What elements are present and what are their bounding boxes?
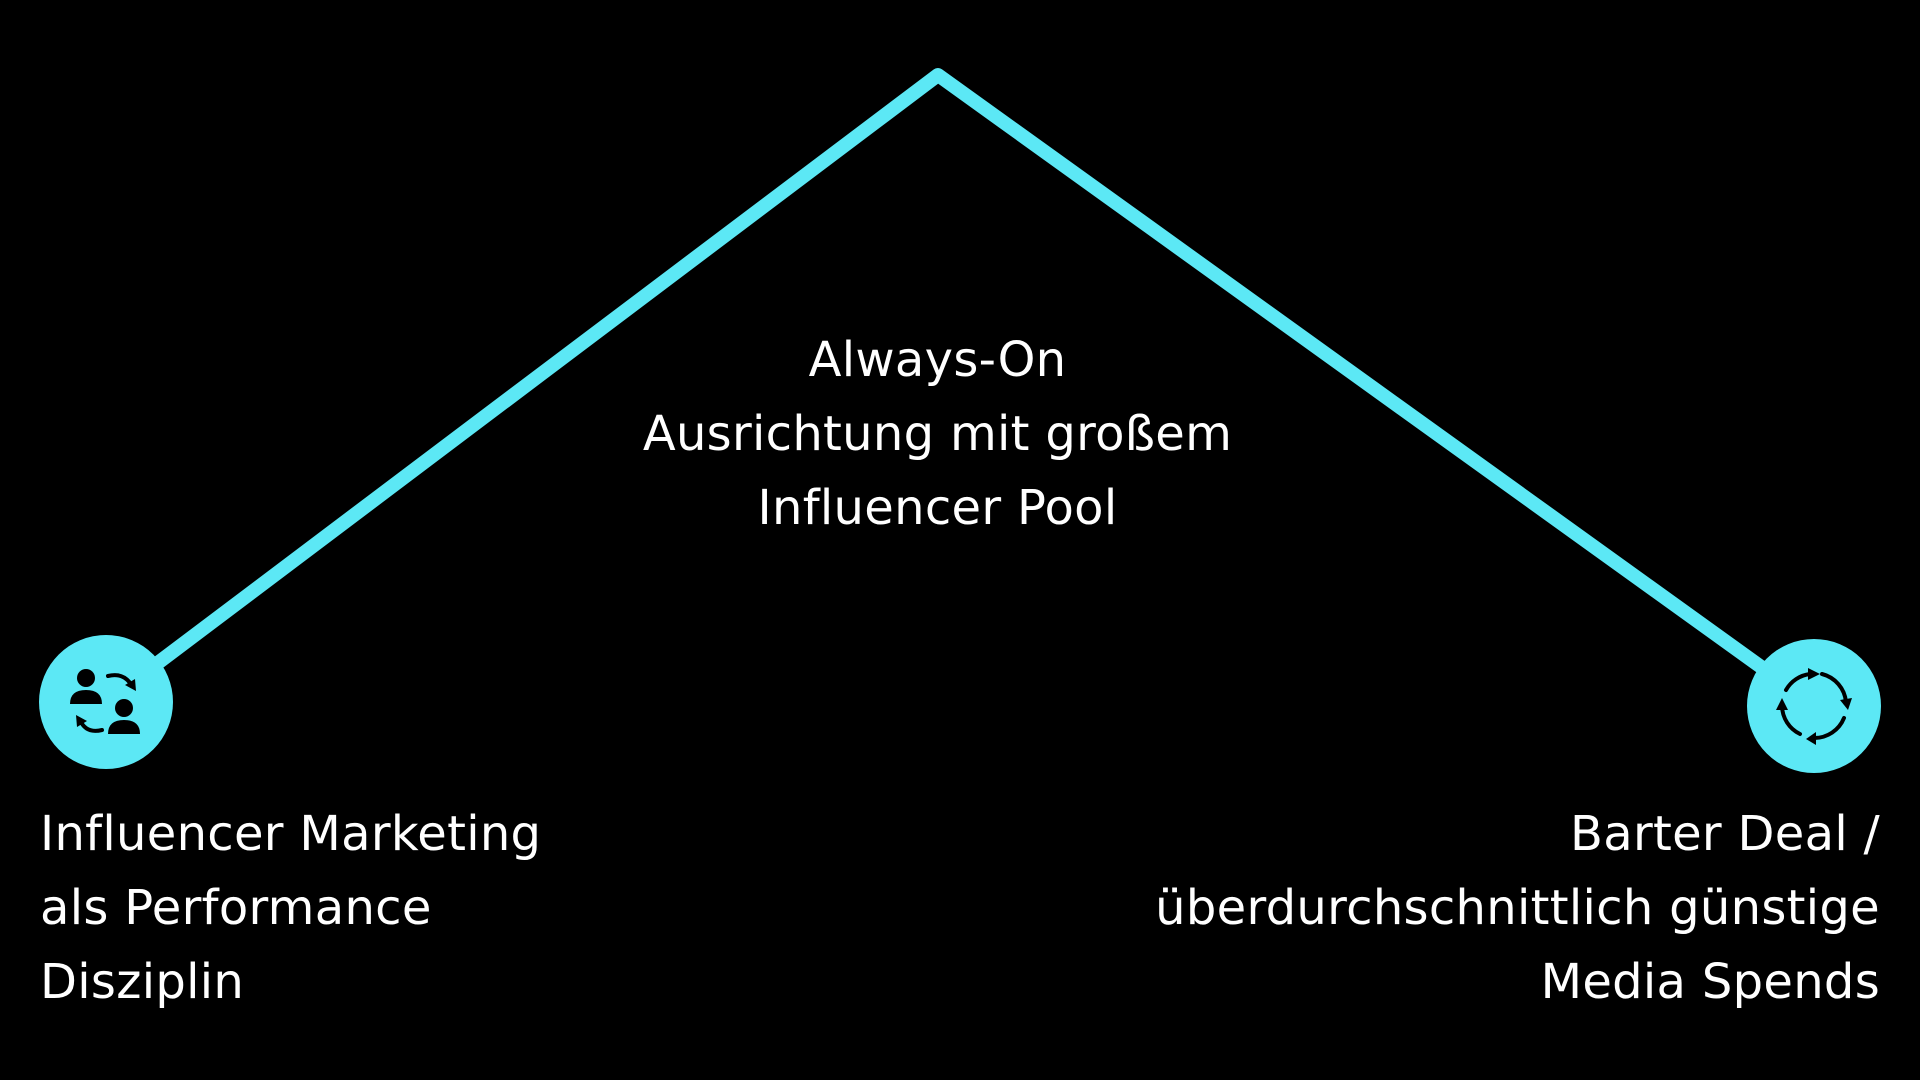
right-label-line: Barter Deal / bbox=[1570, 806, 1880, 862]
left-label-line: Influencer Marketing bbox=[40, 806, 542, 862]
left-label-line: Disziplin bbox=[40, 954, 245, 1010]
left-label-line: als Performance bbox=[40, 880, 432, 936]
peak-label-line: Always-On bbox=[808, 332, 1067, 388]
peak-connector-line bbox=[99, 68, 1821, 712]
peak-label-line: Influencer Pool bbox=[757, 480, 1118, 536]
right-label-line: überdurchschnittlich günstige bbox=[1155, 880, 1880, 936]
right-label: Barter Deal / überdurchschnittlich günst… bbox=[1155, 797, 1880, 1019]
right-node bbox=[1747, 639, 1881, 773]
left-label: Influencer Marketing als Performance Dis… bbox=[40, 797, 541, 1019]
peak-label: Always-On Ausrichtung mit großem Influen… bbox=[560, 323, 1315, 545]
left-node bbox=[39, 635, 173, 769]
cycle-arrows-icon bbox=[1776, 668, 1852, 745]
peak-label-line: Ausrichtung mit großem bbox=[642, 406, 1233, 462]
people-exchange-icon bbox=[70, 669, 140, 734]
right-label-line: Media Spends bbox=[1540, 954, 1880, 1010]
